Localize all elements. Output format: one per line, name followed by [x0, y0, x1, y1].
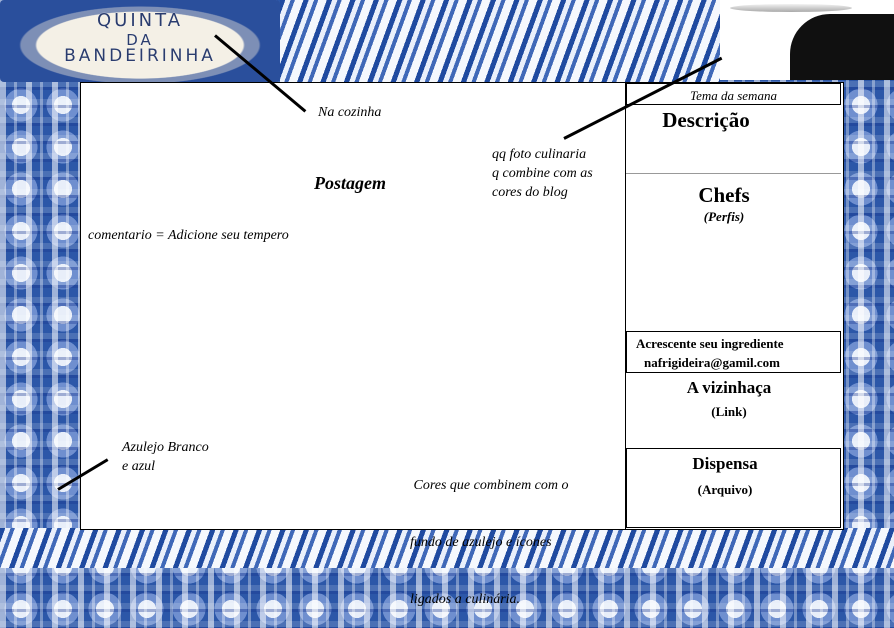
sidebar-divider: [626, 173, 841, 174]
pantry-heading: Dispensa: [692, 454, 758, 473]
annotation-photo: qq foto culinaria q combine com as cores…: [492, 145, 593, 202]
logo-text-da: DA: [126, 31, 154, 49]
content-panel: [80, 82, 627, 530]
waiter-tray-image: [730, 4, 852, 12]
waiter-arm-image: [790, 14, 894, 80]
ingredient-box[interactable]: Acrescente seu ingrediente nafrigideira@…: [626, 331, 841, 373]
annotation-colors-line: ligados a culinária.: [410, 592, 521, 607]
annotation-photo-line: q combine com as: [492, 166, 593, 181]
chefs-heading[interactable]: Chefs: [698, 183, 750, 207]
logo-text-bandeirinha: BANDEIRINHA: [64, 46, 216, 66]
annotation-photo-line: cores do blog: [492, 185, 568, 200]
post-title[interactable]: Postagem: [314, 173, 386, 193]
weekly-theme-label: Tema da semana: [690, 88, 777, 103]
logo-text-quinta: QUINTA: [96, 10, 184, 31]
weekly-theme-box[interactable]: Tema da semana: [626, 83, 841, 105]
ingredient-email[interactable]: nafrigideira@gamil.com: [644, 355, 780, 370]
tile-band-top: [280, 0, 720, 82]
annotation-colors: Cores que combinem com o fundo de azulej…: [410, 438, 569, 628]
annotation-colors-line: fundo de azulejo e ícones: [410, 535, 552, 550]
annotation-tiles: Azulejo Branco e azul: [122, 438, 209, 476]
annotation-photo-line: qq foto culinaria: [492, 147, 587, 162]
logo-plaque[interactable]: QUINTA DA BANDEIRINHA: [0, 0, 280, 82]
pantry-subtitle: (Arquivo): [697, 482, 753, 497]
tile-band-bottom: [0, 528, 894, 568]
annotation-colors-line: Cores que combinem com o: [410, 478, 569, 493]
description-heading[interactable]: Descrição: [662, 108, 750, 132]
annotation-tiles-line: Azulejo Branco: [122, 440, 209, 455]
neighborhood-heading[interactable]: A vizinhaça: [686, 378, 772, 397]
neighborhood-subtitle[interactable]: (Link): [711, 404, 747, 419]
chefs-subtitle: (Perfis): [703, 209, 745, 224]
ingredient-title: Acrescente seu ingrediente: [636, 336, 784, 351]
annotation-kitchen: Na cozinha: [318, 105, 382, 120]
comment-label[interactable]: comentario = Adicione seu tempero: [88, 228, 289, 243]
annotation-tiles-line: e azul: [122, 459, 156, 474]
pantry-box[interactable]: Dispensa (Arquivo): [626, 448, 841, 528]
